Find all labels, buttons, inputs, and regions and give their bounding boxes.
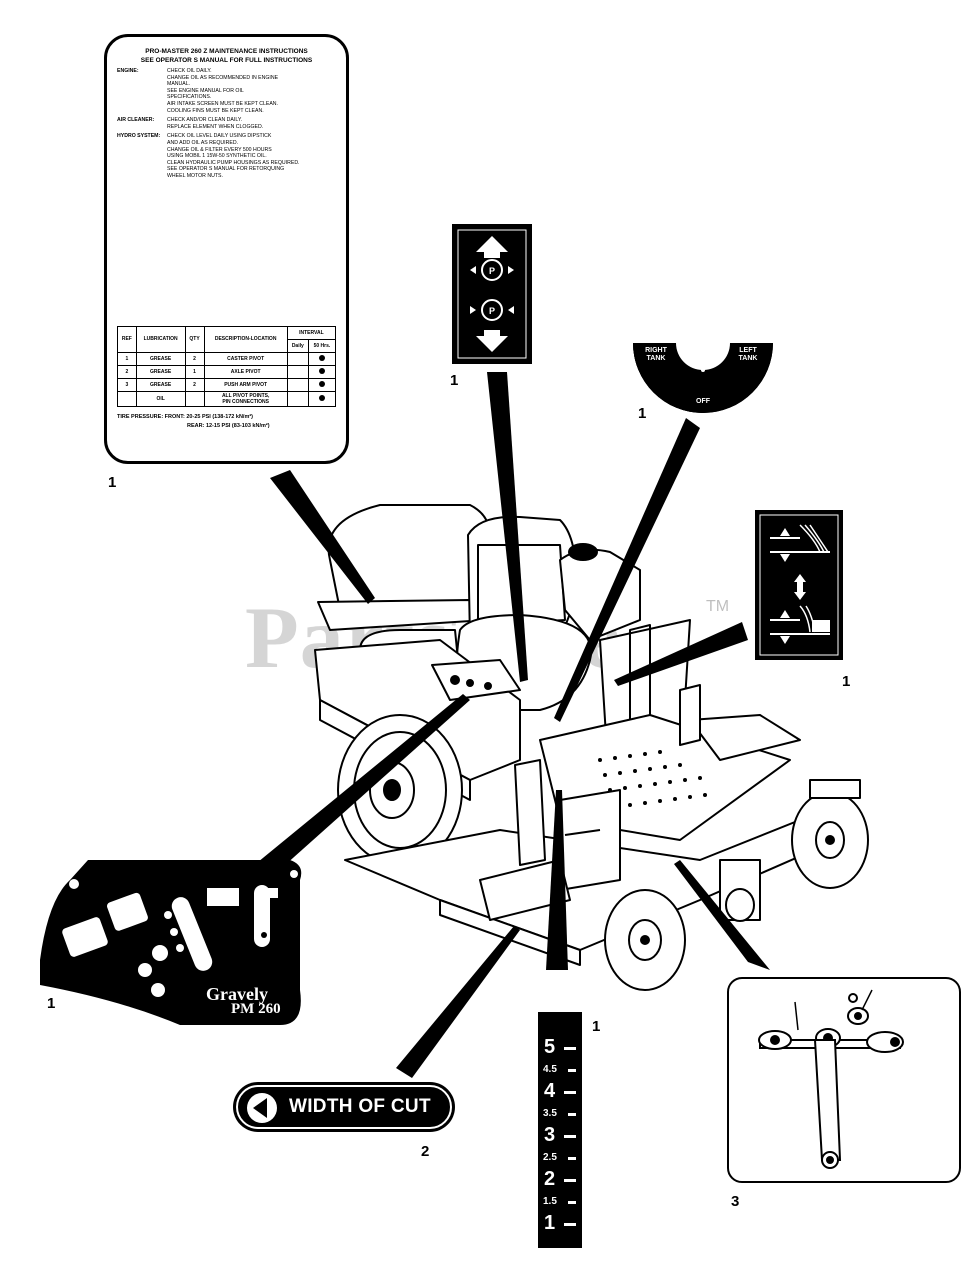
svg-text:P: P <box>489 266 495 276</box>
fuel-tank-decal <box>633 343 773 413</box>
callout-height: 1 <box>842 673 851 690</box>
tank-left-label: LEFT TANK <box>738 347 758 362</box>
interval-dot <box>318 380 325 387</box>
maint-title: PRO-MASTER 260 Z MAINTENANCE INSTRUCTION… <box>145 48 308 55</box>
callout-tank: 1 <box>638 405 647 422</box>
leader-maint <box>270 470 375 604</box>
maint-schematic-space <box>117 180 336 322</box>
leader-panel <box>258 694 470 874</box>
interval-dot <box>318 367 325 374</box>
leader-width <box>396 926 520 1078</box>
linkage-decal <box>727 977 961 1183</box>
callout-scale: 1 <box>592 1018 601 1035</box>
maint-section-hydro: HYDRO SYSTEM: CHECK OIL LEVEL DAILY USIN… <box>117 133 300 179</box>
scale-mark-label: 1 <box>544 1212 556 1234</box>
panel-brand-text: Gravely <box>206 984 268 1004</box>
table-row: OIL ALL PIVOT POINTS, PIN CONNECTIONS <box>117 390 337 407</box>
scale-mark-label: 1.5 <box>543 1196 557 1207</box>
scale-tick <box>568 1201 576 1204</box>
scale-mark-label: 4 <box>544 1080 556 1102</box>
watermark-tm: TM <box>706 598 730 615</box>
park-brake-decal: P P <box>452 224 532 364</box>
interval-dot <box>318 354 325 361</box>
callout-width: 2 <box>421 1143 430 1160</box>
leader-linkage <box>674 860 770 970</box>
scale-tick <box>564 1135 576 1138</box>
scale-tick <box>568 1157 576 1160</box>
maint-lube-table: REF LUBRICATION QTY DESCRIPTION-LOCATION… <box>117 325 337 407</box>
maint-section-engine: ENGINE: CHECK OIL DAILY. CHANGE OIL AS R… <box>117 68 279 114</box>
control-panel-decal <box>40 860 302 1025</box>
width-of-cut-decal: WIDTH OF CUT <box>233 1082 455 1132</box>
tank-right-label: RIGHT TANK <box>645 347 667 362</box>
tank-off-label: OFF <box>696 398 710 405</box>
scale-tick <box>568 1069 576 1072</box>
callout-park: 1 <box>450 372 459 389</box>
callout-linkage: 3 <box>731 1193 740 1210</box>
panel-model-text: PM 260 <box>231 1001 281 1017</box>
scale-tick <box>564 1047 576 1050</box>
interval-dot <box>318 394 325 401</box>
callout-panel: 1 <box>47 995 56 1012</box>
scale-mark-label: 2 <box>544 1168 556 1190</box>
width-of-cut-text: WIDTH OF CUT <box>289 1096 431 1117</box>
deck-height-decal <box>755 510 843 660</box>
leader-height <box>614 622 748 686</box>
table-header-row: REF LUBRICATION QTY DESCRIPTION-LOCATION… <box>117 325 337 353</box>
maint-subtitle: SEE OPERATOR S MANUAL FOR FULL INSTRUCTI… <box>140 57 313 64</box>
callout-maint: 1 <box>108 474 117 491</box>
scale-tick <box>564 1179 576 1182</box>
scale-mark-label: 3.5 <box>543 1108 557 1119</box>
scale-mark-label: 4.5 <box>543 1064 557 1075</box>
leader-tank <box>554 418 700 722</box>
width-of-cut-border <box>236 1085 452 1129</box>
maintenance-decal: PRO-MASTER 260 Z MAINTENANCE INSTRUCTION… <box>104 34 349 464</box>
scale-mark-label: 3 <box>544 1124 556 1146</box>
scale-tick <box>568 1113 576 1116</box>
table-row: 3 GREASE 2 PUSH ARM PIVOT <box>117 377 337 392</box>
svg-text:P: P <box>489 306 495 316</box>
scale-mark-label: 5 <box>544 1036 556 1058</box>
leader-lines <box>258 372 770 1078</box>
scale-mark-label: 2.5 <box>543 1152 557 1163</box>
scale-tick <box>564 1223 576 1226</box>
table-row: 1 GREASE 2 CASTER PIVOT <box>117 351 337 366</box>
table-row: 2 GREASE 1 AXLE PIVOT <box>117 364 337 379</box>
cut-height-scale-decal: 5 4.5 4 3.5 3 2.5 2 1.5 1 <box>538 1012 582 1248</box>
leader-scale <box>546 790 568 970</box>
tire-pressure: TIRE PRESSURE: FRONT: 20-25 PSI (138-172… <box>117 413 270 429</box>
leader-park <box>487 372 528 682</box>
maint-section-air: AIR CLEANER: CHECK AND/OR CLEAN DAILY. R… <box>117 117 264 130</box>
scale-tick <box>564 1091 576 1094</box>
left-arrow-icon <box>247 1093 277 1123</box>
